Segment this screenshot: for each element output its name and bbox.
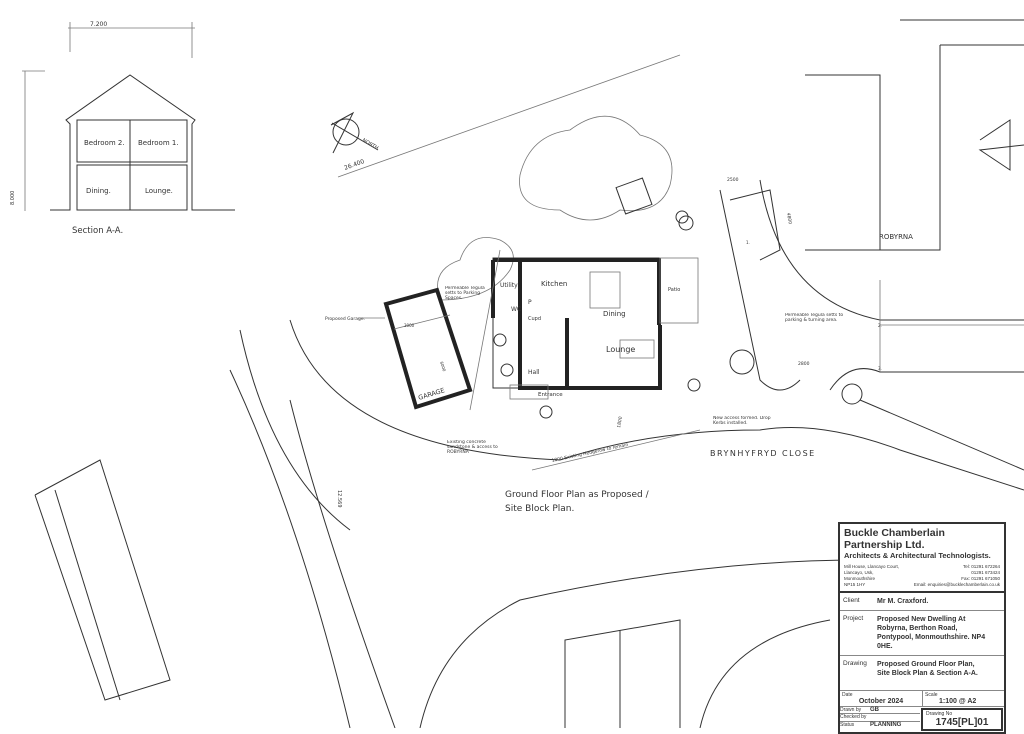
project-value: Proposed New Dwelling At Robyrna, Bertho… — [877, 616, 986, 650]
boundary-dim: 26.400 — [343, 158, 365, 172]
project-label: Project — [843, 615, 864, 622]
note-hedgerow: 1800 Existing Hedgerow to remain — [551, 442, 629, 464]
section-title: Section A-A. — [72, 226, 123, 236]
client-row: Client Mr M. Craxford. — [840, 593, 1004, 611]
dimension-label: 2800 — [798, 361, 810, 367]
address-line: NP15 1HY — [844, 582, 866, 587]
room-kitchen: Kitchen — [541, 280, 567, 288]
note-proposed-garage: Proposed Garage. — [325, 316, 365, 322]
parking-number: 3. — [878, 366, 882, 371]
section-a-a: 7.200 8.000 Bedroom 2. Bedroom 1. Dining… — [10, 21, 235, 236]
dimension-label: 1800 — [616, 416, 624, 428]
room-patio: Patio — [668, 287, 680, 293]
trees — [437, 115, 863, 419]
address-line: Llancayo, Usk, — [844, 570, 874, 575]
note-permeable-parking: Permeable Tegula setts to Parking Spaces… — [445, 286, 485, 301]
neighbour-label: ROBYRNA — [879, 233, 913, 241]
room-dining: Dining — [603, 310, 626, 318]
drawn-by-value: GB — [870, 707, 879, 713]
north-arrow: NORTH — [330, 111, 379, 154]
date-label: Date — [842, 692, 853, 698]
scale-label: Scale — [925, 692, 938, 698]
drawing-number-label: Drawing No — [926, 711, 953, 717]
parking-number: 1. — [746, 240, 750, 245]
north-label: NORTH — [361, 138, 379, 152]
contact-line: Tel: 01291 672264 — [962, 564, 1000, 569]
room-utility: Utility — [500, 282, 518, 289]
contact-line: Email: enquiries@bucklechamberlain.co.uk — [913, 582, 1000, 587]
section-height-dim: 8.000 — [10, 191, 16, 205]
plan-caption-2: Site Block Plan. — [505, 504, 574, 514]
drawing-row: Drawing Proposed Ground Floor Plan, Site … — [840, 656, 1004, 691]
site-lines — [34, 19, 1024, 728]
dimension-label: 4800 — [785, 212, 793, 224]
garage-length-dim: 6000 — [439, 361, 447, 373]
firm-subtitle: Architects & Architectural Technologists… — [844, 551, 991, 560]
room-label: Bedroom 2. — [84, 139, 125, 147]
street-label: BRYNHYFRYD CLOSE — [710, 449, 816, 458]
status-value: PLANNING — [870, 722, 902, 728]
garage-width-dim: 3000 — [404, 323, 415, 328]
note-permeable-turning: Permeable Tegula setts to parking & turn… — [785, 313, 844, 323]
client-label: Client — [843, 597, 860, 604]
room-cupd: Cupd — [528, 316, 541, 322]
room-pantry: P — [528, 299, 532, 306]
address-line: Monmouthshire — [844, 576, 876, 581]
project-row: Project Proposed New Dwelling At Robyrna,… — [840, 611, 1004, 656]
client-value: Mr M. Craxford. — [877, 598, 929, 605]
room-entrance: Entrance — [538, 392, 563, 398]
status-label: Status — [840, 722, 855, 728]
firm-address-block: Mill House, Llancayo Court, Llancayo, Us… — [844, 564, 1000, 588]
dimension-label: 12.569 — [336, 490, 342, 508]
contact-line: Fax: 01291 671050 — [961, 576, 1000, 581]
drawn-status-row: Drawn by GB Checked by Status PLANNING Dra… — [840, 707, 1004, 732]
room-lounge: Lounge — [606, 345, 635, 354]
plan-caption-1: Ground Floor Plan as Proposed / — [505, 490, 650, 500]
dimension-label: 2500 — [727, 177, 739, 183]
section-width-dim: 7.200 — [90, 21, 107, 28]
note-existing-concrete: Existing concrete sandstone & access to … — [447, 440, 498, 455]
drawn-by-label: Drawn by — [840, 707, 862, 713]
site-boundary — [337, 54, 681, 178]
room-label: Dining. — [86, 187, 111, 195]
checked-by-label: Checked by — [840, 714, 867, 720]
scale-value: 1:100 @ A2 — [939, 698, 977, 705]
note-new-access: New access formed. Drop Kerbs installed. — [713, 416, 771, 426]
room-label: Lounge. — [145, 187, 173, 195]
title-block: Buckle Chamberlain Partnership Ltd. Arch… — [838, 522, 1006, 734]
address-line: Mill House, Llancayo Court, — [844, 564, 900, 569]
firm-name: Buckle Chamberlain Partnership Ltd. — [844, 527, 945, 551]
parking-number: 2. — [878, 323, 882, 328]
date-value: October 2024 — [858, 698, 904, 705]
drawing-value: Proposed Ground Floor Plan, Site Block P… — [877, 661, 978, 677]
drawing-label: Drawing — [843, 660, 867, 667]
room-label: Bedroom 1. — [138, 139, 179, 147]
ground-floor-plan: Utility Kitchen WC P Cupd Dining Lounge … — [491, 257, 699, 400]
title-block-header: Buckle Chamberlain Partnership Ltd. Arch… — [840, 524, 1004, 593]
room-hall: Hall — [528, 369, 540, 376]
room-wc: WC — [511, 306, 521, 313]
drawing-number: 1745[PL]01 — [935, 717, 989, 728]
annotations: Proposed Garage. Permeable Tegula setts … — [325, 177, 913, 514]
contact-line: 01291 673424 — [971, 570, 1000, 575]
